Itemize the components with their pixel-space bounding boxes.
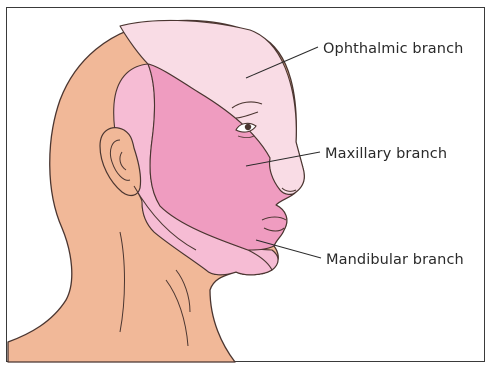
mandibular-branch-label: Mandibular branch [326, 253, 464, 268]
maxillary-branch-label: Maxillary branch [325, 147, 447, 162]
ophthalmic-branch-label: Ophthalmic branch [323, 42, 463, 57]
